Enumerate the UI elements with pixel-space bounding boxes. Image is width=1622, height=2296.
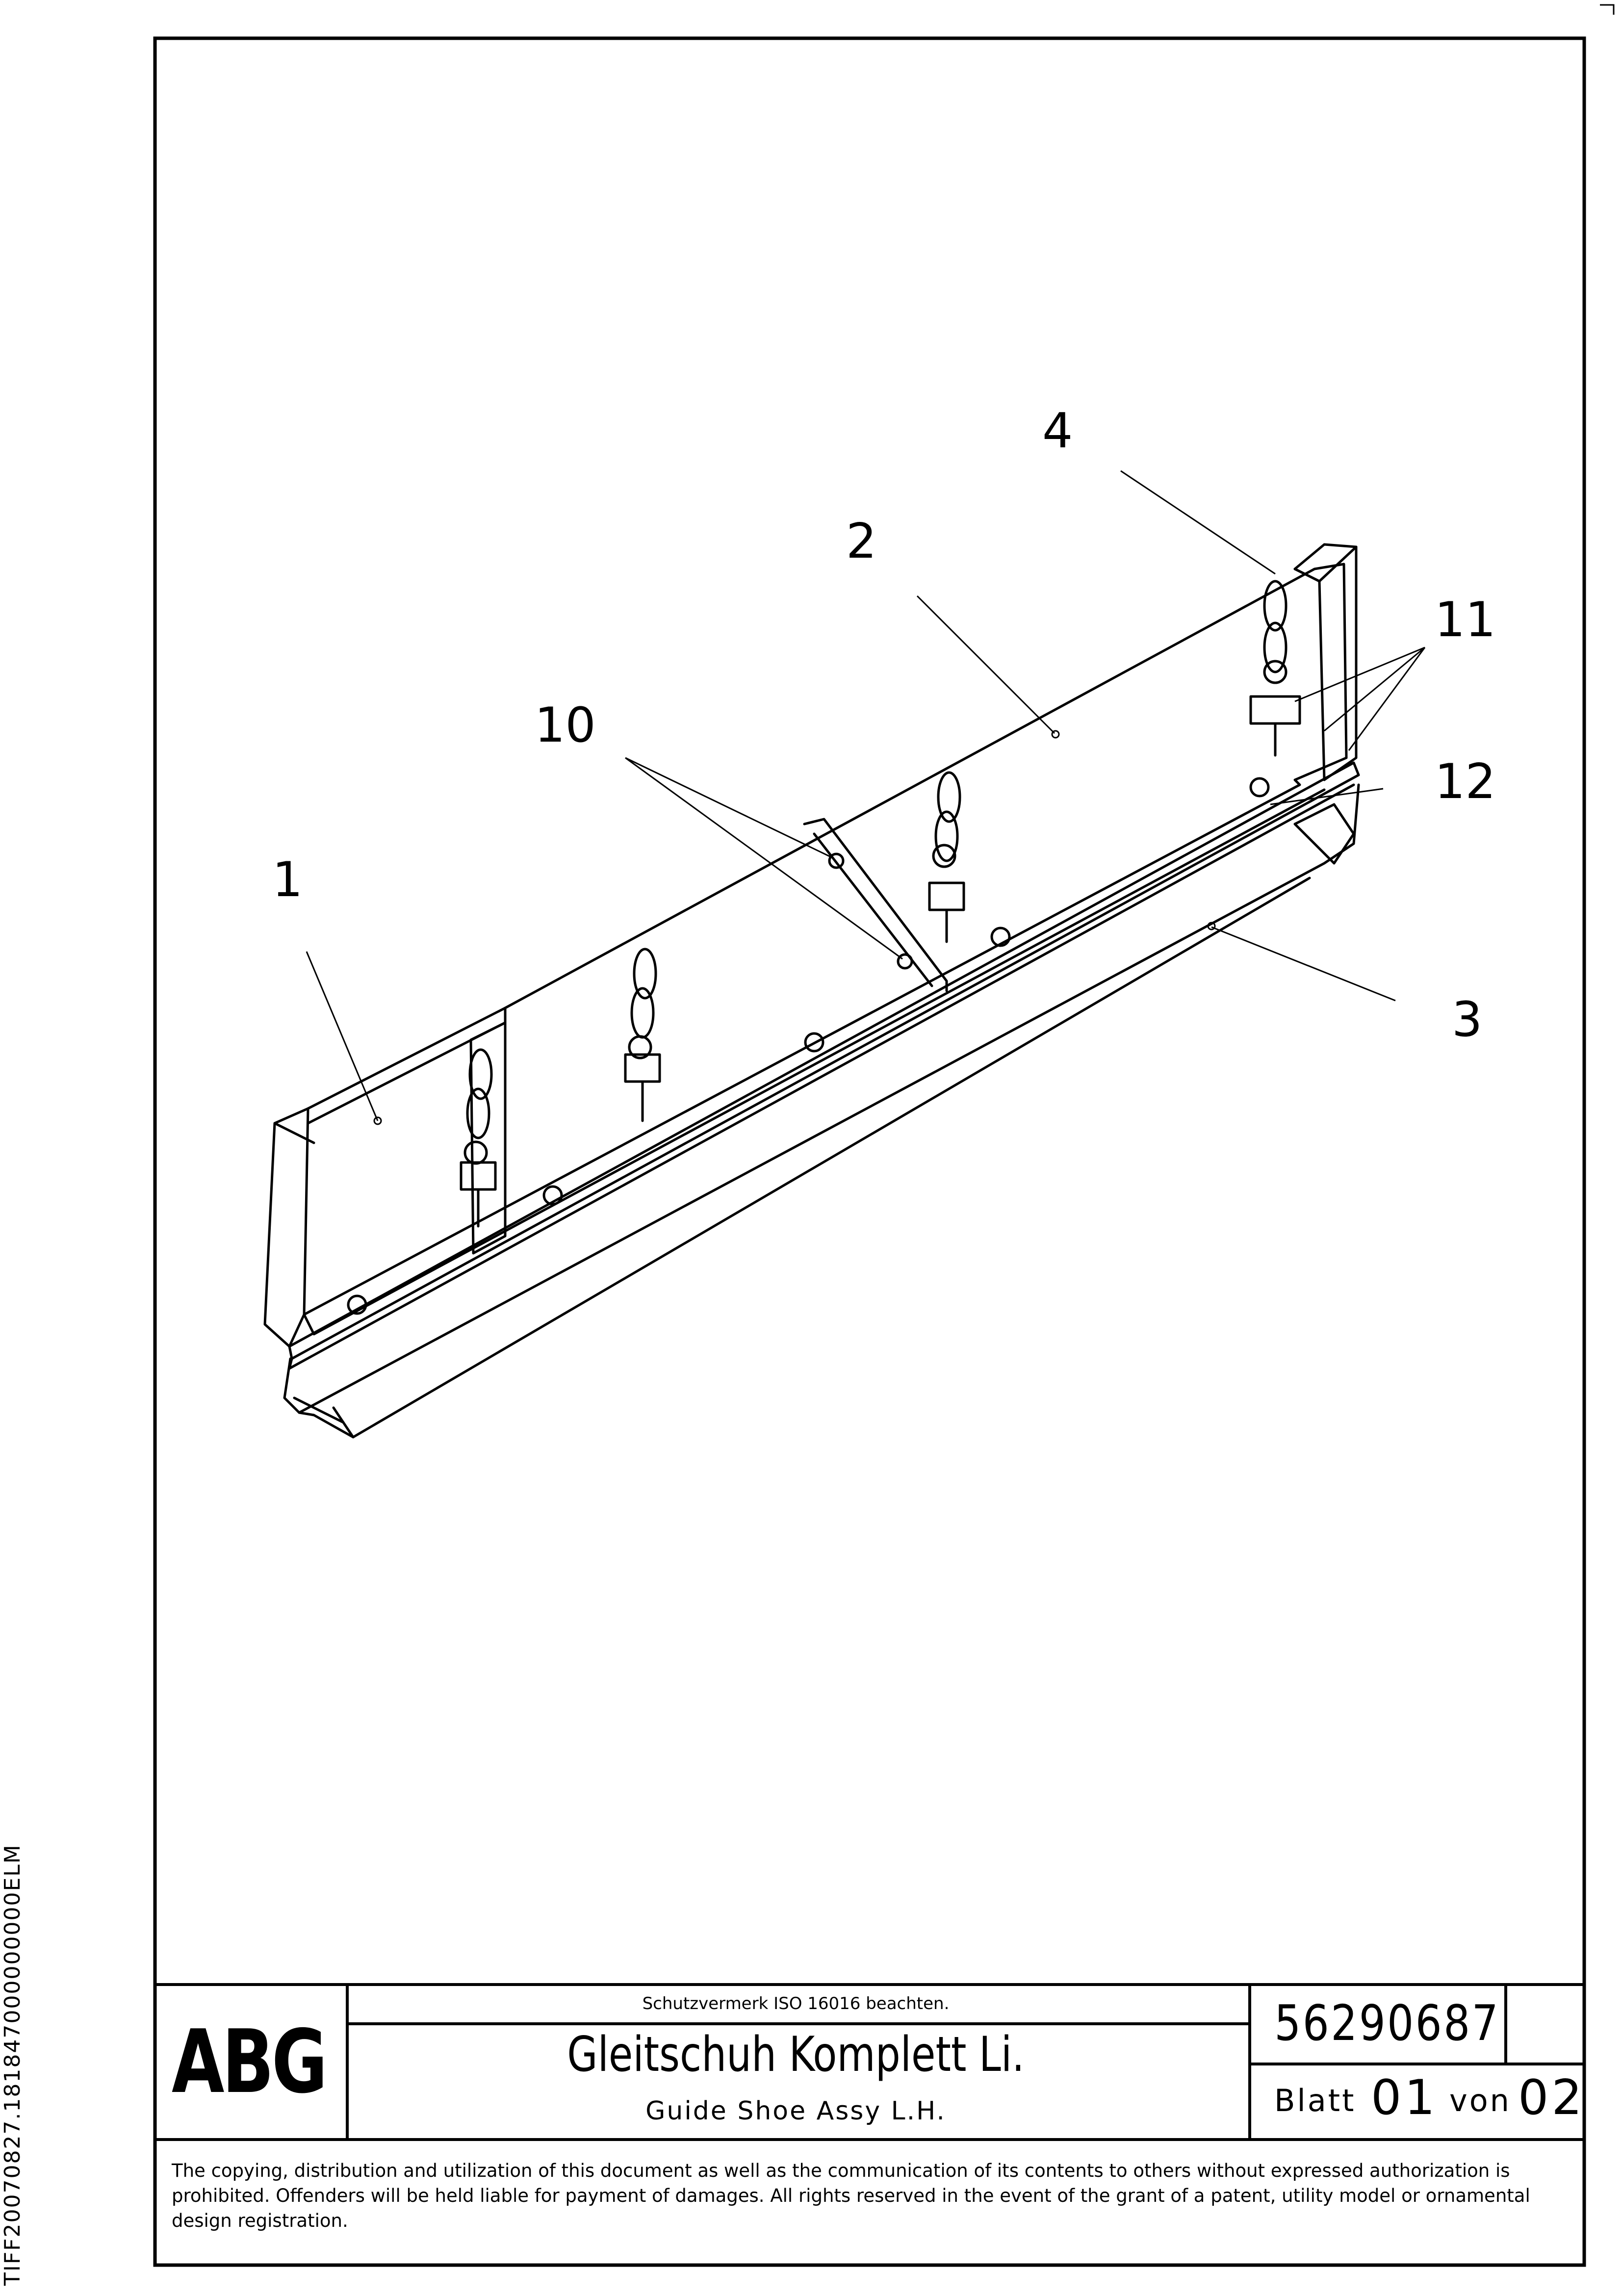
- leader-2: [916, 595, 1056, 734]
- callout-10: 10: [535, 697, 596, 753]
- leader-10b: [625, 757, 903, 960]
- copyright-notice: The copying, distribution and utilizatio…: [172, 2160, 1530, 2231]
- side-file-code: TIFF20070827.181847000000000ELM: [0, 1844, 25, 2286]
- callout-1: 1: [272, 852, 303, 908]
- sheet-label: Blatt: [1274, 2083, 1356, 2118]
- skid-part-3: [283, 783, 1360, 1414]
- leader-11a: [1294, 646, 1425, 702]
- chain-assembly-4: [1249, 580, 1301, 757]
- leader-11b: [1324, 646, 1425, 732]
- callout-11: 11: [1435, 592, 1496, 648]
- base-plate: [288, 761, 1360, 1360]
- callout-3: 3: [1452, 992, 1483, 1048]
- corner-mark: [1600, 4, 1615, 15]
- of-label: von: [1449, 2083, 1511, 2118]
- guide-shoe-drawing: [263, 543, 1360, 1439]
- callout-4: 4: [1042, 403, 1073, 459]
- leader-10a: [625, 757, 834, 859]
- side-plate-outline: [303, 563, 1348, 1316]
- chain-assembly-1: [460, 1048, 497, 1228]
- left-end-fold: [263, 1107, 309, 1348]
- leader-1: [306, 951, 379, 1121]
- leader-11c: [1348, 647, 1426, 751]
- drawing-frame: [153, 36, 1586, 2267]
- leader-12: [1270, 788, 1384, 805]
- title-block-grid: [155, 1983, 1584, 2141]
- title-german: Gleitschuh Komplett Li.: [567, 2027, 1025, 2083]
- center-splice: [803, 818, 948, 992]
- company-logo: ABG: [172, 2011, 328, 2113]
- sheet-number: 01: [1371, 2070, 1438, 2126]
- sheet-total: 02: [1518, 2070, 1585, 2126]
- nuts: [347, 777, 1270, 1315]
- chain-assembly-3: [928, 771, 965, 943]
- chain-assembly-2: [624, 948, 661, 1122]
- callout-2: 2: [846, 514, 877, 569]
- protection-note: Schutzvermerk ISO 16016 beachten.: [642, 1994, 950, 2013]
- document-number: 56290687: [1274, 1994, 1500, 2052]
- title-english: Guide Shoe Assy L.H.: [645, 2096, 946, 2126]
- left-upright-bracket: [469, 1021, 507, 1255]
- leader-lines: [306, 470, 1426, 1125]
- callout-12: 12: [1435, 754, 1496, 810]
- leader-4: [1120, 470, 1276, 575]
- leader-3: [1211, 926, 1396, 1002]
